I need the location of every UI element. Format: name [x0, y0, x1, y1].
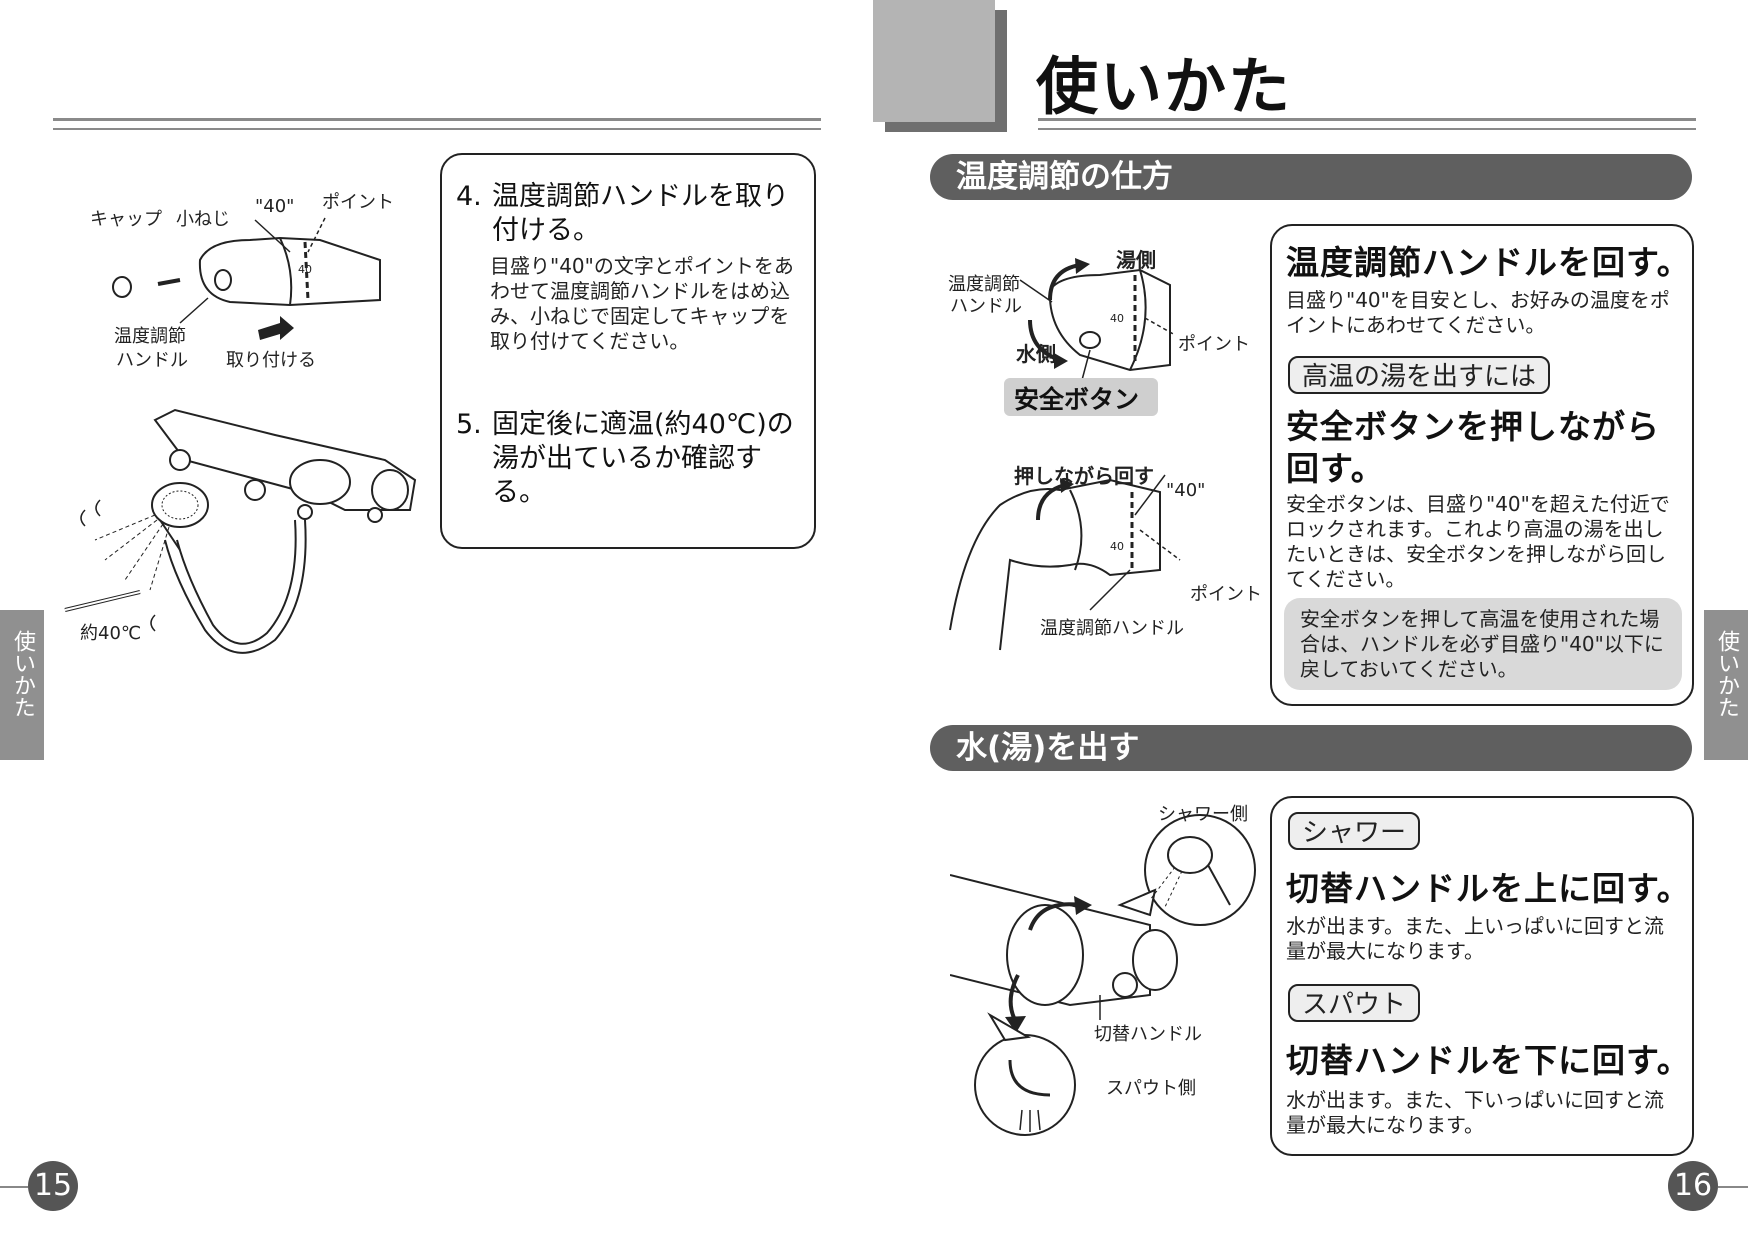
- fig-label-point-2: ポイント: [1190, 584, 1262, 605]
- label-point: ポイント: [322, 192, 394, 213]
- tag-spout: スパウト: [1288, 984, 1421, 1022]
- heading-safety-button: 安全ボタンを押しながら回す。: [1286, 407, 1660, 488]
- label-attach: 取り付ける: [226, 350, 316, 371]
- step-4-title: 温度調節ハンドルを取り付ける。: [492, 181, 789, 246]
- heading-rotate-handle: 温度調節ハンドルを回す。: [1286, 243, 1691, 282]
- safety-button-text: 安全ボタン: [1014, 385, 1140, 414]
- svg-text:40: 40: [1110, 312, 1124, 325]
- fig-label-shower-side: シャワー側: [1158, 804, 1248, 825]
- fig-label-handle-line1: 温度調節: [948, 274, 1020, 295]
- right-header-rule-top: [1038, 118, 1696, 121]
- left-page-number-line: [0, 1186, 28, 1188]
- fig-label-spout-side: スパウト側: [1106, 1078, 1196, 1099]
- tag-high-temp: 高温の湯を出すには: [1288, 356, 1551, 394]
- left-header-rule-top: [53, 118, 821, 121]
- fig-label-handle-full: 温度調節ハンドル: [1040, 618, 1184, 639]
- safety-button-label: [1004, 378, 1158, 416]
- right-side-tab[interactable]: 使いかた: [1704, 610, 1748, 760]
- handle-install-figure: 40: [80, 180, 410, 370]
- label-screw: 小ねじ: [176, 209, 230, 230]
- svg-text:40: 40: [298, 263, 312, 276]
- text-spout: 水が出ます。また、下いっぱいに回すと流量が最大になります。: [1286, 1088, 1664, 1137]
- fig-label-mark-40: "40": [1166, 480, 1206, 501]
- page-title: 使いかた: [1036, 50, 1293, 123]
- title-gray-block: [873, 0, 995, 122]
- note-high-temp: 安全ボタンを押して高温を使用された場合は、ハンドルを必ず目盛り"40"以下に戻し…: [1284, 598, 1682, 690]
- temperature-handle-figure: 40 40: [940, 230, 1270, 660]
- section-banner-temperature: 温度調節の仕方: [930, 154, 1692, 200]
- heading-spout: 切替ハンドルを下に回す。: [1286, 1041, 1691, 1080]
- fig-label-hot-side: 湯側: [1116, 248, 1156, 272]
- label-cap: キャップ: [90, 209, 162, 230]
- label-mark-40: "40": [255, 196, 295, 217]
- fig-label-switch-handle: 切替ハンドル: [1094, 1024, 1202, 1045]
- water-instructions-box: [1270, 796, 1694, 1156]
- fig-label-rotate-while-pressing: 押しながら回す: [1014, 464, 1154, 488]
- right-page-number: 16: [1668, 1161, 1718, 1211]
- tag-shower: シャワー: [1288, 812, 1421, 850]
- label-handle-line2: ハンドル: [116, 350, 188, 371]
- text-rotate-handle: 目盛り"40"を目安とし、お好みの温度をポイントにあわせてください。: [1286, 288, 1670, 337]
- label-handle-line1: 温度調節: [114, 326, 186, 347]
- left-page-number: 15: [28, 1161, 78, 1211]
- right-header-rule-bottom: [1038, 128, 1696, 130]
- switch-handle-figure: [949, 795, 1270, 1155]
- text-safety-button: 安全ボタンは、目盛り"40"を超えた付近でロックされます。これより高温の湯を出し…: [1286, 492, 1670, 591]
- section-banner-water: 水(湯)を出す: [930, 725, 1692, 771]
- step-5-title: 固定後に適温(約40℃)の湯が出ているか確認する。: [492, 409, 794, 508]
- right-page-number-line: [1718, 1186, 1748, 1188]
- step-4-description: 目盛り"40"の文字とポイントをあわせて温度調節ハンドルをはめ込み、小ねじで固定…: [490, 254, 794, 353]
- step-4-number: 4.: [456, 181, 482, 212]
- left-side-tab[interactable]: 使いかた: [0, 610, 44, 760]
- fig-label-handle-line2: ハンドル: [950, 296, 1022, 317]
- heading-shower: 切替ハンドルを上に回す。: [1286, 869, 1691, 908]
- faucet-shower-figure: [55, 400, 425, 670]
- label-temperature: 約40℃: [80, 623, 142, 644]
- step-5-number: 5.: [456, 409, 482, 440]
- svg-text:40: 40: [1110, 540, 1124, 553]
- fig-label-cold-side: 水側: [1016, 342, 1056, 366]
- left-header-rule-bottom: [53, 128, 821, 130]
- fig-label-point: ポイント: [1178, 334, 1250, 355]
- text-shower: 水が出ます。また、上いっぱいに回すと流量が最大になります。: [1286, 914, 1664, 963]
- steps-box: [440, 153, 816, 549]
